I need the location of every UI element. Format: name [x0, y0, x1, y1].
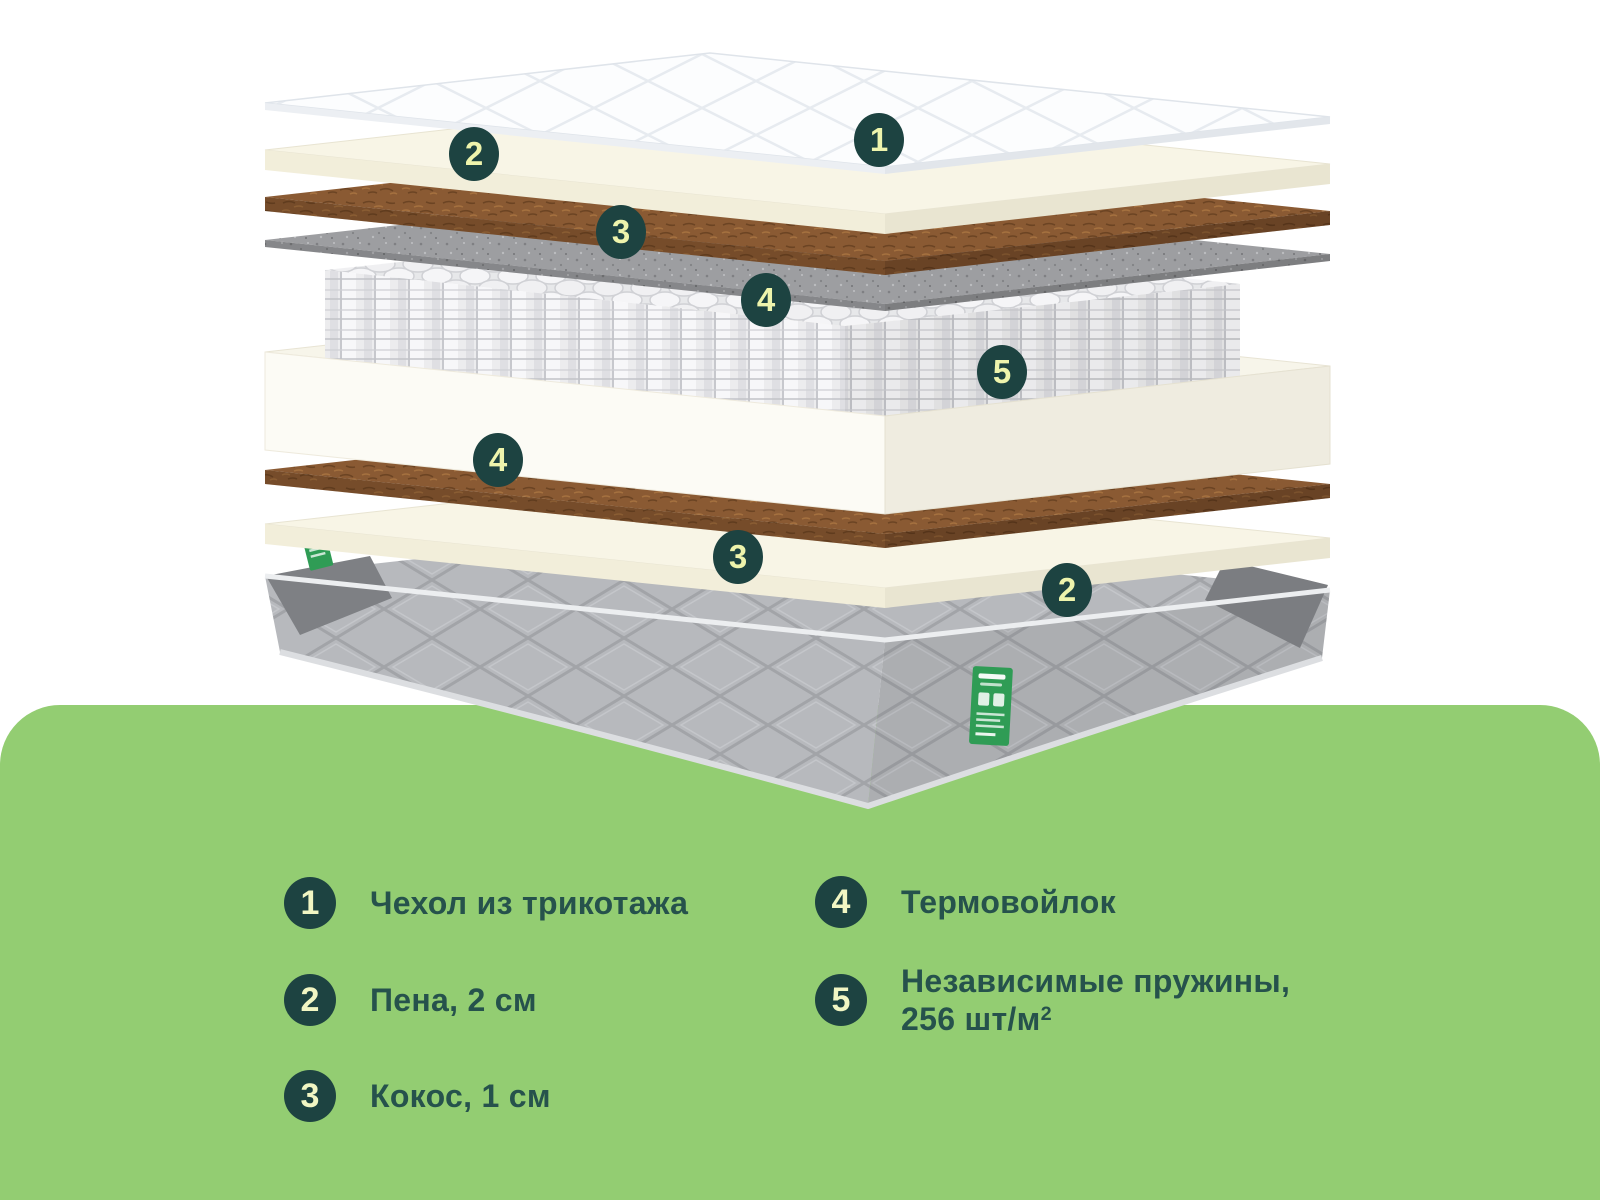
legend-label-cover: Чехол из трикотажа — [370, 885, 689, 921]
diagram-badge-felt-bottom: 4 — [473, 433, 523, 487]
layer-top-cover — [264, 52, 1331, 174]
legend-badge-3: 3 — [284, 1070, 336, 1122]
diagram-badge-coconut-top: 3 — [596, 205, 646, 259]
legend-item-coconut: 3 Кокос, 1 см — [284, 1070, 551, 1122]
legend-label-felt: Термовойлок — [901, 884, 1116, 920]
legend-badge-5: 5 — [815, 974, 867, 1026]
legend-label-coconut: Кокос, 1 см — [370, 1078, 551, 1114]
legend-label-springs: Независимые пружины,256 шт/м2 — [901, 963, 1291, 1037]
legend-item-felt: 4 Термовойлок — [815, 876, 1116, 928]
base-bottom-piping — [279, 649, 1323, 809]
diagram-badge-cover: 1 — [854, 113, 904, 167]
base-front-left-face — [265, 576, 885, 806]
legend-label-foam: Пена, 2 см — [370, 982, 537, 1018]
legend-item-springs: 5 Независимые пружины,256 шт/м2 — [815, 962, 1290, 1038]
legend-item-foam: 2 Пена, 2 см — [284, 974, 537, 1026]
brand-tag — [969, 666, 1013, 746]
base-front-right-face — [868, 590, 1330, 806]
base-top-piping — [264, 573, 1331, 643]
legend-badge-4: 4 — [815, 876, 867, 928]
diagram-badge-springs: 5 — [977, 345, 1027, 399]
diagram-badge-coconut-bottom: 3 — [713, 530, 763, 584]
legend-badge-1: 1 — [284, 877, 336, 929]
legend-item-cover: 1 Чехол из трикотажа — [284, 877, 688, 929]
layer-foam-box-front — [264, 351, 1331, 515]
mattress-exploded-diagram — [264, 52, 1331, 809]
diagram-badge-foam-top: 2 — [449, 127, 499, 181]
base-corner-flap-right — [1205, 560, 1328, 648]
diagram-badge-foam-bottom: 2 — [1042, 563, 1092, 617]
diagram-badge-felt-top: 4 — [741, 273, 791, 327]
legend-badge-2: 2 — [284, 974, 336, 1026]
base-corner-flap-left — [266, 556, 392, 635]
